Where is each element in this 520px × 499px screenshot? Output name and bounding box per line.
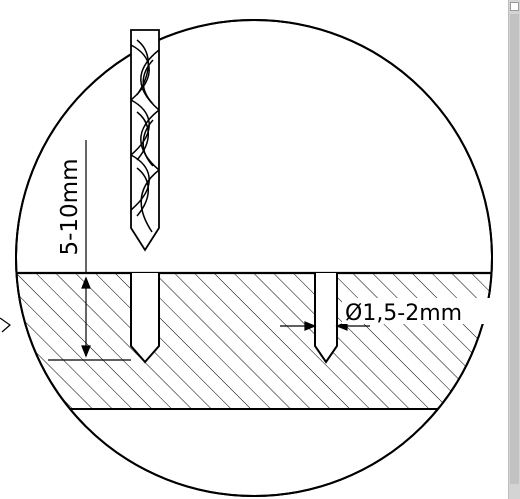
depth-label: 5-10mm xyxy=(57,158,83,255)
drilled-hole-left xyxy=(130,273,160,364)
magnifier-lens xyxy=(15,19,493,497)
drilling-diagram: 5-10mm Ø1,5-2mm xyxy=(0,19,493,497)
diameter-label: Ø1,5-2mm xyxy=(345,301,462,326)
vertical-scrollbar[interactable] xyxy=(508,0,520,499)
scrollbar-thumb[interactable] xyxy=(510,14,519,484)
diameter-label-background xyxy=(342,298,492,324)
left-edge-arrow-icon xyxy=(0,317,11,333)
depth-dimension xyxy=(48,140,131,361)
drilled-hole-right xyxy=(314,273,338,364)
scroll-up-arrow-icon[interactable] xyxy=(510,2,519,11)
drill-bit xyxy=(130,29,160,252)
board-section xyxy=(16,271,492,410)
